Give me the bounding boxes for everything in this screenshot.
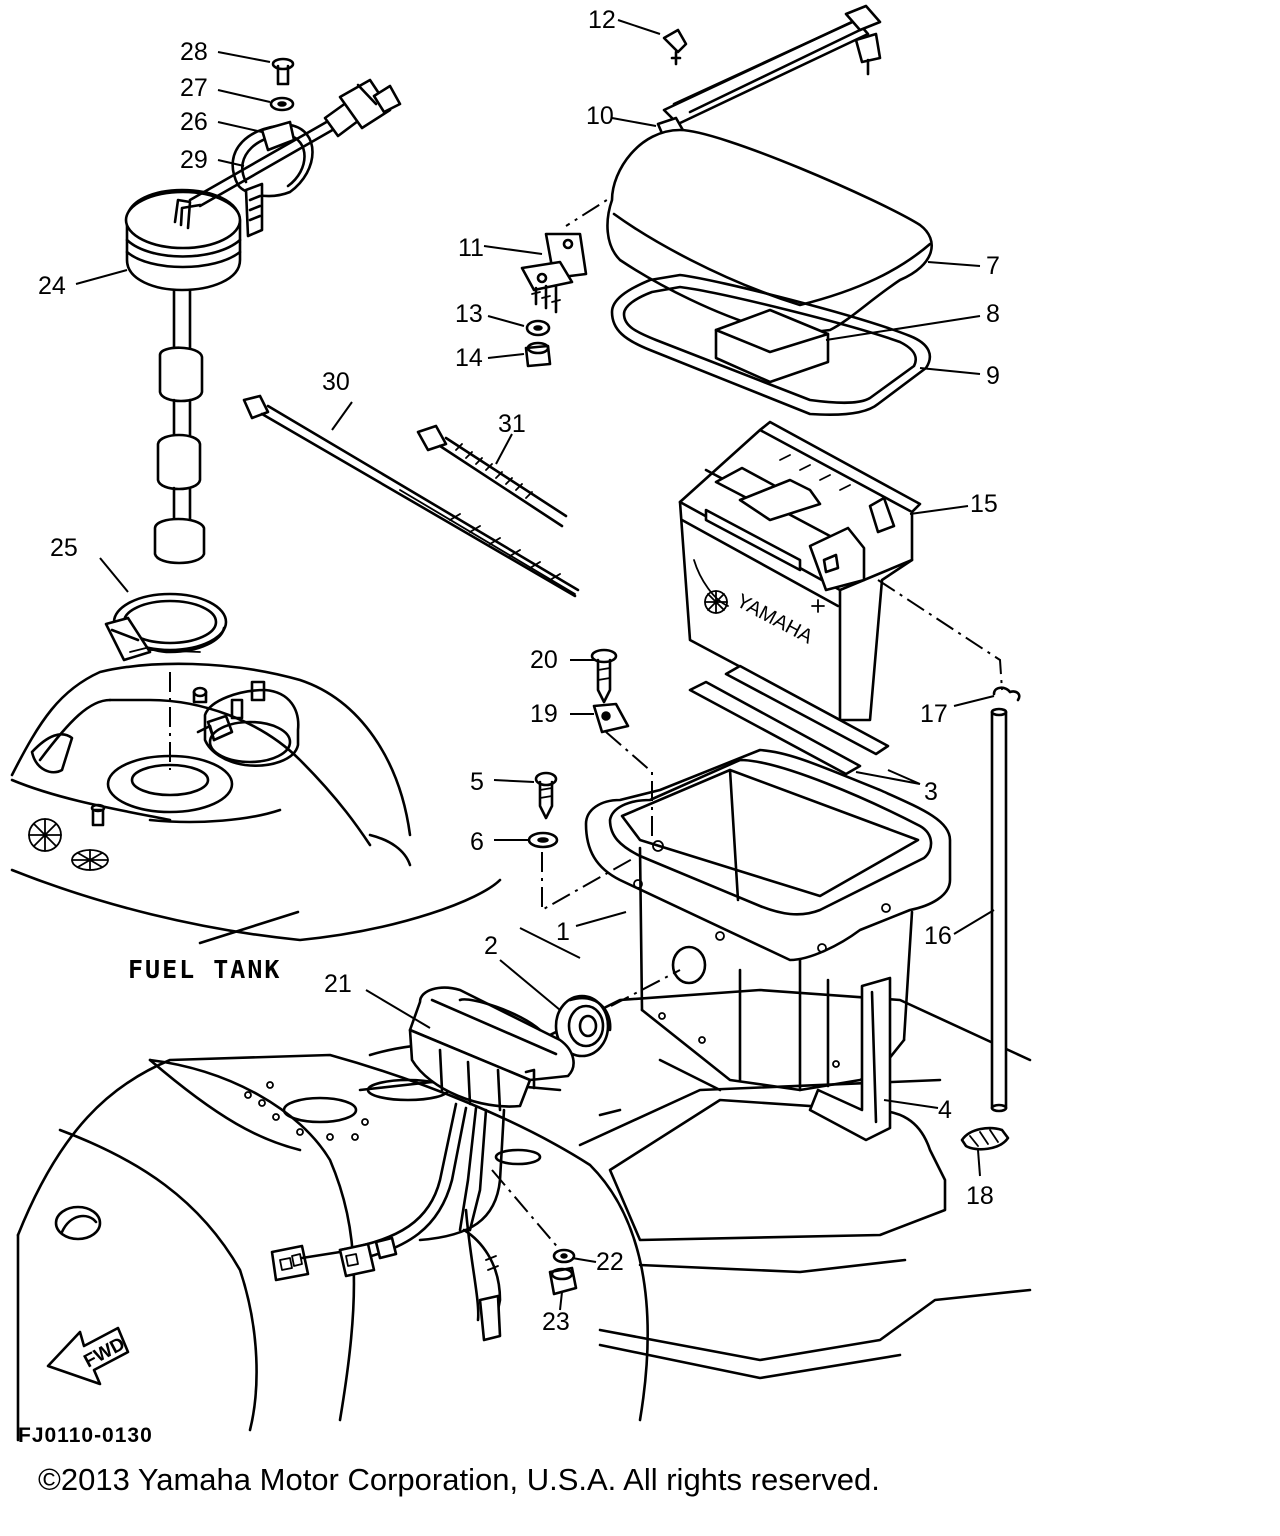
callout-13: 13 <box>455 300 483 328</box>
callout-4: 4 <box>938 1096 952 1124</box>
washer-6 <box>527 831 559 849</box>
callout-23: 23 <box>542 1308 570 1336</box>
battery-15: YAMAHA <box>678 420 922 722</box>
callout-31: 31 <box>498 410 526 438</box>
callout-3: 3 <box>924 778 938 806</box>
callout-14: 14 <box>455 344 483 372</box>
vent-tube-16 <box>877 579 1008 1113</box>
callout-1: 1 <box>556 918 570 946</box>
clip-19 <box>592 702 630 734</box>
vent-star-1 <box>28 818 62 852</box>
fwd-arrow: FWD <box>46 1326 130 1386</box>
callout-20: 20 <box>530 646 558 674</box>
fuel-meter-21 <box>270 986 575 1342</box>
callout-5: 5 <box>470 768 484 796</box>
battery-pads-3 <box>688 664 890 776</box>
callout-12: 12 <box>588 6 616 34</box>
callout-16: 16 <box>924 922 952 950</box>
washer-22 <box>552 1248 576 1264</box>
callout-22: 22 <box>596 1248 624 1276</box>
callout-9: 9 <box>986 362 1000 390</box>
fuel-tank-label: FUEL TANK <box>128 955 281 984</box>
callout-24: 24 <box>38 272 66 300</box>
callout-15: 15 <box>970 490 998 518</box>
fuel-tank <box>10 662 502 945</box>
cover-frame-9 <box>610 273 932 416</box>
grommet-2 <box>554 994 612 1058</box>
callout-17: 17 <box>920 700 948 728</box>
yamaha-emblem <box>704 590 728 614</box>
clamp-18 <box>960 1126 1010 1151</box>
vent-star-2 <box>71 849 109 871</box>
callout-26: 26 <box>180 108 208 136</box>
box-bracket-4 <box>808 976 892 1142</box>
callout-25: 25 <box>50 534 78 562</box>
washer-13 <box>525 319 551 337</box>
callout-11: 11 <box>458 234 484 262</box>
cable-tie-31 <box>416 424 568 528</box>
copyright-notice: ©2013 Yamaha Motor Corporation, U.S.A. A… <box>38 1462 880 1497</box>
callout-8: 8 <box>986 300 1000 328</box>
battery-pad-8 <box>714 308 830 384</box>
callout-numbers: 28 27 26 29 24 25 30 31 12 10 11 13 14 7… <box>38 6 1000 1336</box>
nut-14 <box>524 341 552 368</box>
callout-2: 2 <box>484 932 498 960</box>
screw-28 <box>271 57 295 86</box>
nut-23 <box>548 1266 578 1296</box>
screw-20 <box>590 648 618 704</box>
callout-27: 27 <box>180 74 208 102</box>
callout-6: 6 <box>470 828 484 856</box>
washer-27 <box>269 96 295 112</box>
callout-21: 21 <box>324 970 352 998</box>
callout-18: 18 <box>966 1182 994 1210</box>
leader-lines <box>75 19 995 1311</box>
battery-box-1 <box>541 731 952 1092</box>
callout-10: 10 <box>586 102 614 130</box>
strap-bracket-11 <box>520 232 588 314</box>
callout-7: 7 <box>986 252 1000 280</box>
cable-band <box>231 120 314 238</box>
cable-tie-30 <box>242 394 580 598</box>
callout-29: 29 <box>180 146 208 174</box>
fuel-sender-unit <box>124 78 402 565</box>
figure-reference: FJ0110-0130 <box>18 1424 153 1447</box>
callout-30: 30 <box>322 368 350 396</box>
callout-28: 28 <box>180 38 208 66</box>
callout-19: 19 <box>530 700 558 728</box>
battery-cover-7 <box>606 128 933 337</box>
clip-17 <box>992 686 1021 702</box>
hose-clamp <box>104 592 228 770</box>
screw-5 <box>534 771 558 820</box>
